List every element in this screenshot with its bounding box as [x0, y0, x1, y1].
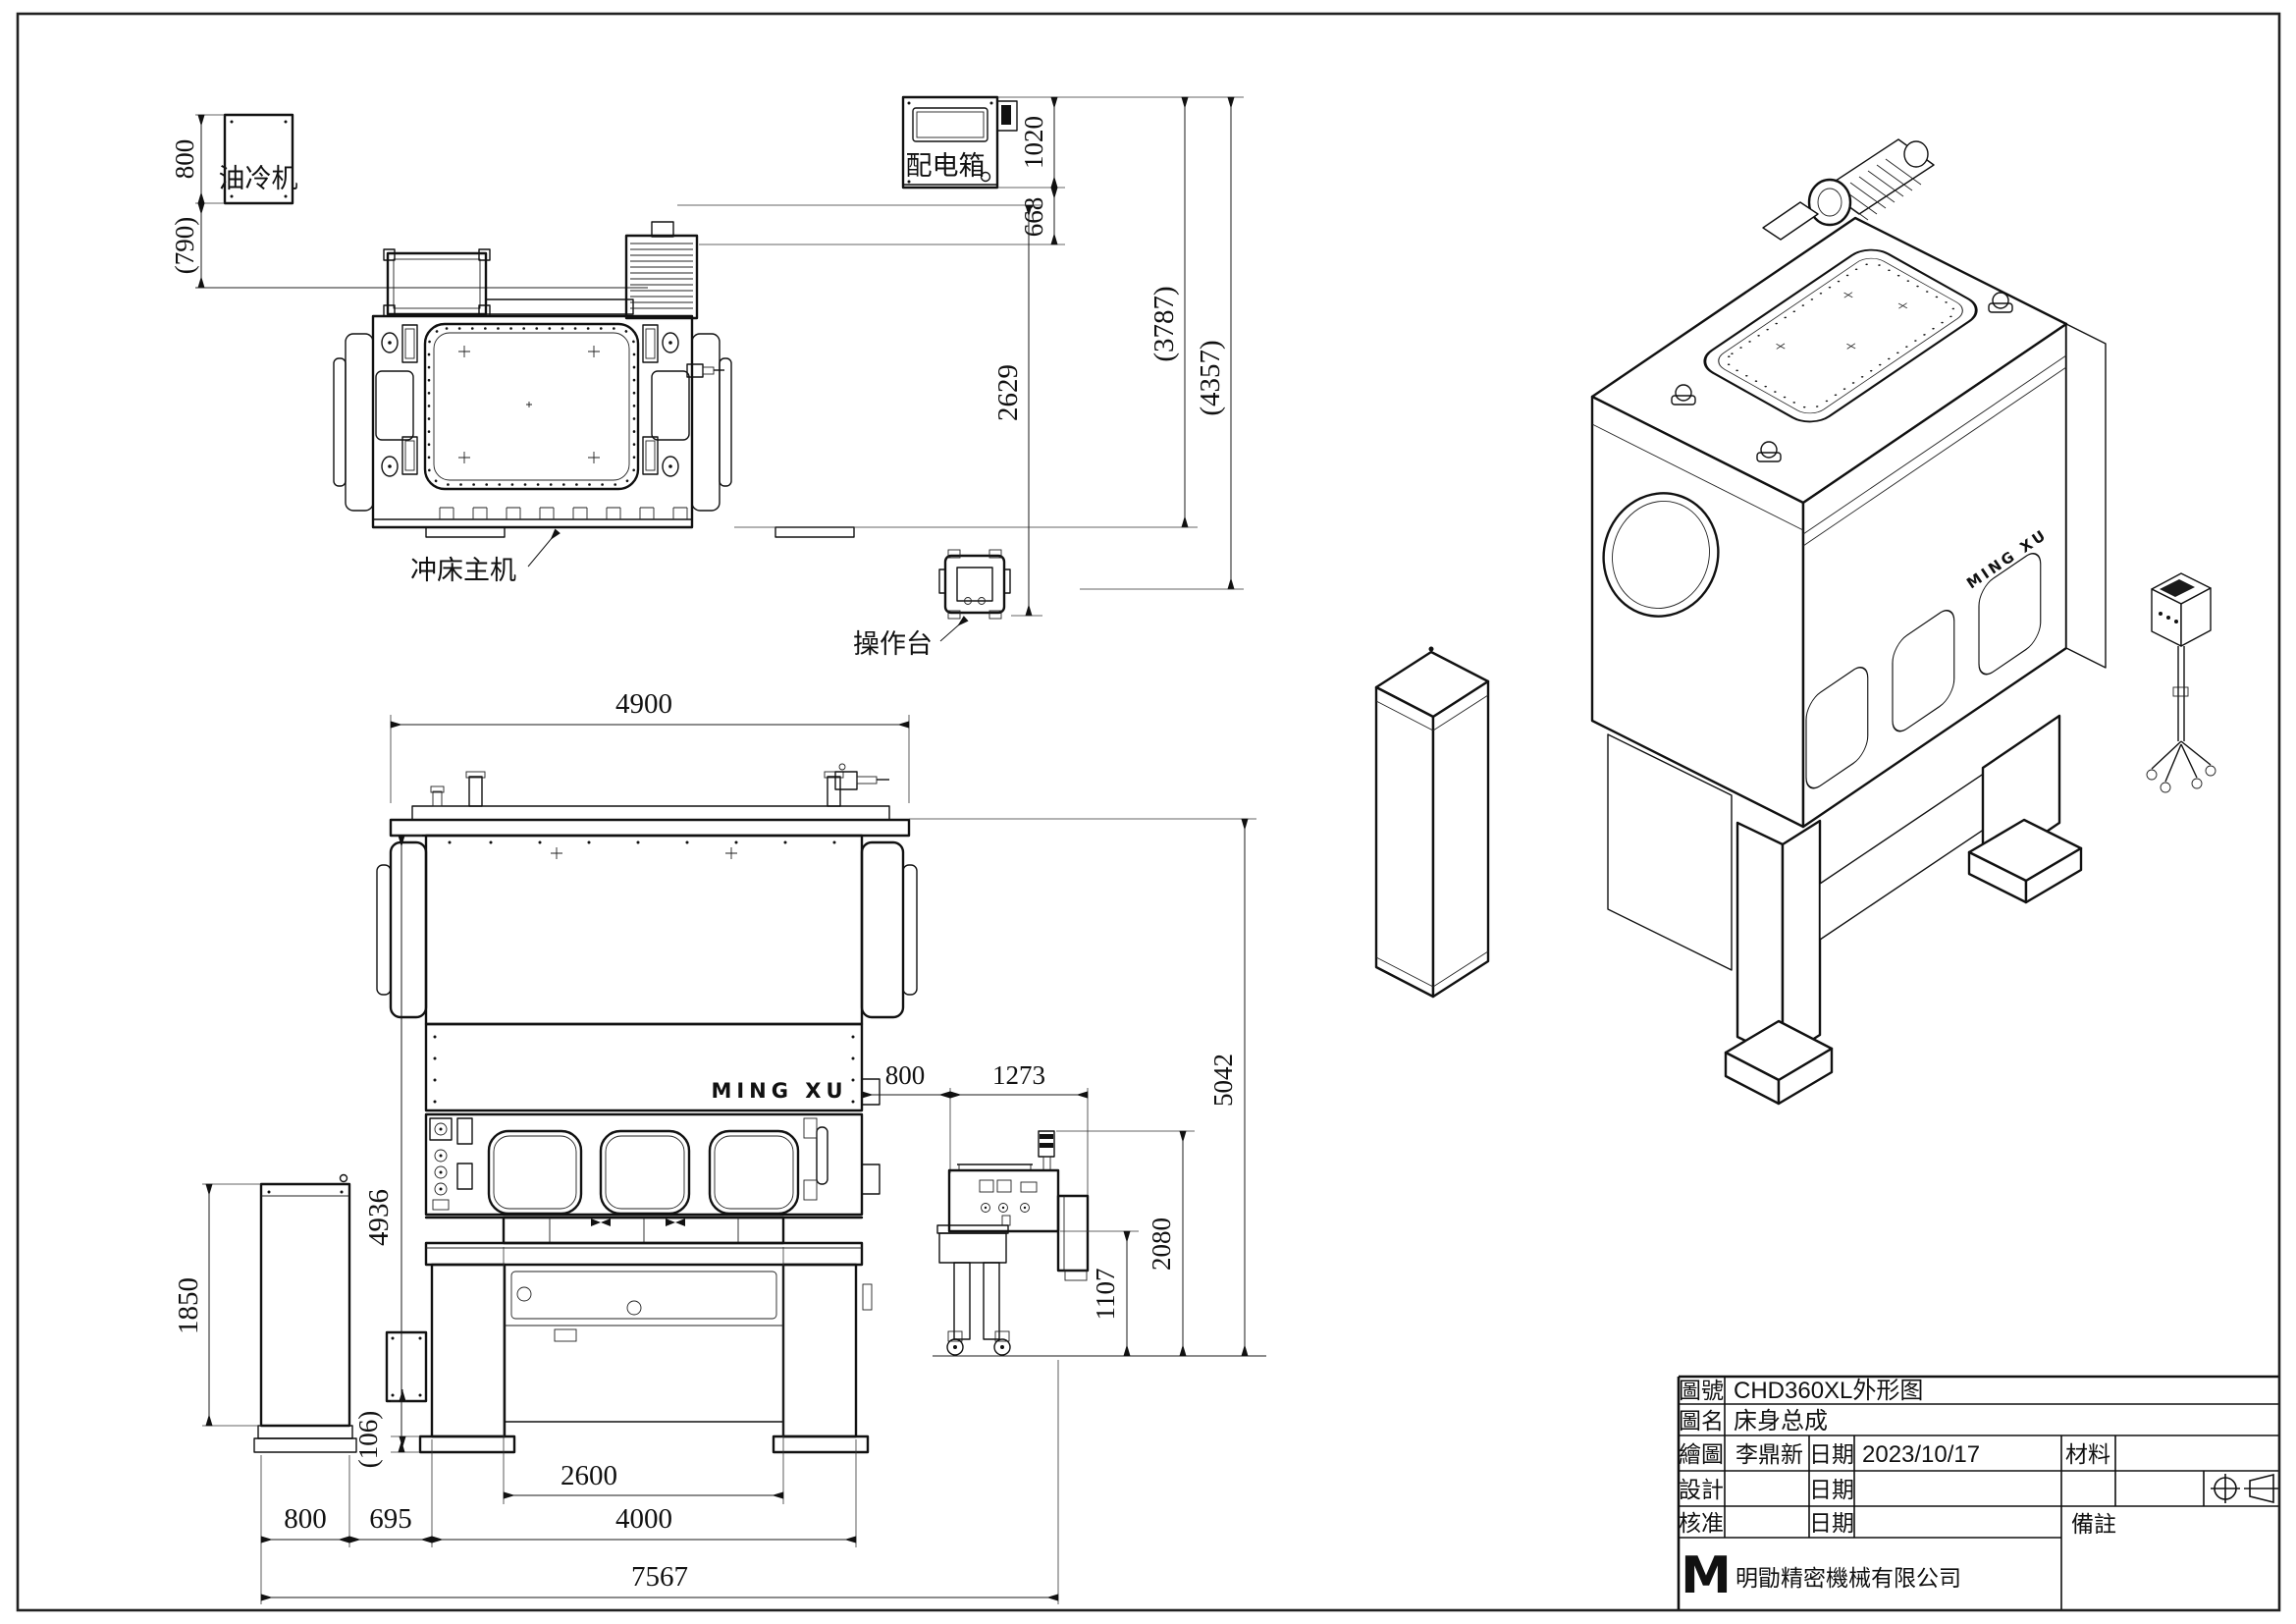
tb-no-value: CHD360XL外形图 [1734, 1378, 1923, 1404]
projection-symbol [2211, 1473, 2278, 1504]
operator-console-front [936, 1130, 1090, 1356]
operator-console-plan [938, 549, 1011, 620]
tb-date-value: 2023/10/17 [1862, 1441, 1980, 1468]
dim-plan-cooler-gap: (790) [170, 217, 199, 274]
dim-front-body-height: 4936 [363, 1189, 395, 1246]
company-name: 明勖精密機械有限公司 [1735, 1566, 1961, 1591]
control-column [429, 1117, 473, 1211]
tb-draw-value: 李鼎新 [1735, 1442, 1803, 1467]
cushion-box [385, 1330, 428, 1403]
tb-draw-label: 繪圖 [1679, 1442, 1724, 1467]
dim-plan-box-height: 1020 [1019, 116, 1048, 169]
dim-plan-overall-depth-console: (4357) [1195, 340, 1226, 415]
dim-plan-press-top-height: 2629 [992, 364, 1024, 421]
lifting-lugs [1671, 292, 2013, 462]
dim-front-console-table-height: 1107 [1091, 1269, 1120, 1321]
tb-name-value: 床身总成 [1734, 1408, 1828, 1435]
dim-front-base-width: 4000 [615, 1503, 672, 1535]
dim-front-cooler-width: 800 [284, 1503, 327, 1535]
distribution-box-label: 配电箱 [906, 151, 986, 181]
brand-logo-front: MING XU [711, 1079, 847, 1103]
dim-plan-overall-depth: (3787) [1148, 286, 1180, 361]
press-front: MING XU [376, 763, 918, 1454]
operator-console-iso [2146, 572, 2216, 793]
tb-date2-label: 日期 [1809, 1478, 1854, 1502]
tb-date3-label: 日期 [1809, 1511, 1854, 1536]
front-view: 4900 MING XU [173, 688, 1266, 1604]
title-block: 圖號 CHD360XL外形图 圖名 床身总成 繪圖 李鼎新 日期 2023/10… [1677, 1375, 2278, 1609]
isometric-view: MING XU [1374, 138, 2216, 1106]
tb-date1-label: 日期 [1809, 1442, 1854, 1467]
dim-front-top-width: 4900 [615, 688, 672, 720]
border-frame [16, 12, 2281, 1612]
press-plan [333, 221, 855, 538]
tb-remark-label: 備註 [2071, 1512, 2116, 1537]
tb-design-label: 設計 [1679, 1478, 1724, 1502]
oil-cooler-label: 油冷机 [219, 164, 298, 193]
dim-front-console-width: 1273 [992, 1060, 1045, 1090]
dim-front-cooler-height: 1850 [173, 1277, 204, 1334]
tb-name-label: 圖名 [1679, 1409, 1724, 1434]
dim-front-overall-height: 5042 [1208, 1054, 1238, 1107]
dim-front-cooler-to-press: 695 [369, 1503, 412, 1535]
plan-view: 油冷机 800 (790) [170, 95, 1244, 659]
dim-front-bolster-width: 2600 [561, 1460, 617, 1491]
dim-front-overall-width: 7567 [631, 1561, 688, 1593]
press-main-label: 冲床主机 [410, 556, 516, 585]
dim-plan-cooler-height: 800 [170, 139, 199, 180]
company-logo-icon: M [1681, 1546, 1732, 1605]
oil-cooler-iso [1374, 646, 1490, 999]
dim-front-cushion-gap: (106) [353, 1411, 383, 1468]
tb-no-label: 圖號 [1679, 1379, 1724, 1403]
dim-front-console-height: 2080 [1147, 1218, 1176, 1271]
motor-plan [624, 221, 699, 320]
tb-approve-label: 核准 [1679, 1511, 1724, 1536]
oil-cooler-front [253, 1173, 357, 1453]
distribution-box-plan: 配电箱 [901, 95, 1018, 189]
oil-cooler-plan: 油冷机 [219, 113, 298, 205]
dim-plan-box-gap: 668 [1019, 197, 1048, 238]
motor-iso [1762, 138, 1935, 241]
tb-material-label: 材料 [2065, 1442, 2110, 1467]
operator-console-label: 操作台 [853, 629, 933, 659]
dim-front-press-to-console: 800 [885, 1060, 926, 1090]
